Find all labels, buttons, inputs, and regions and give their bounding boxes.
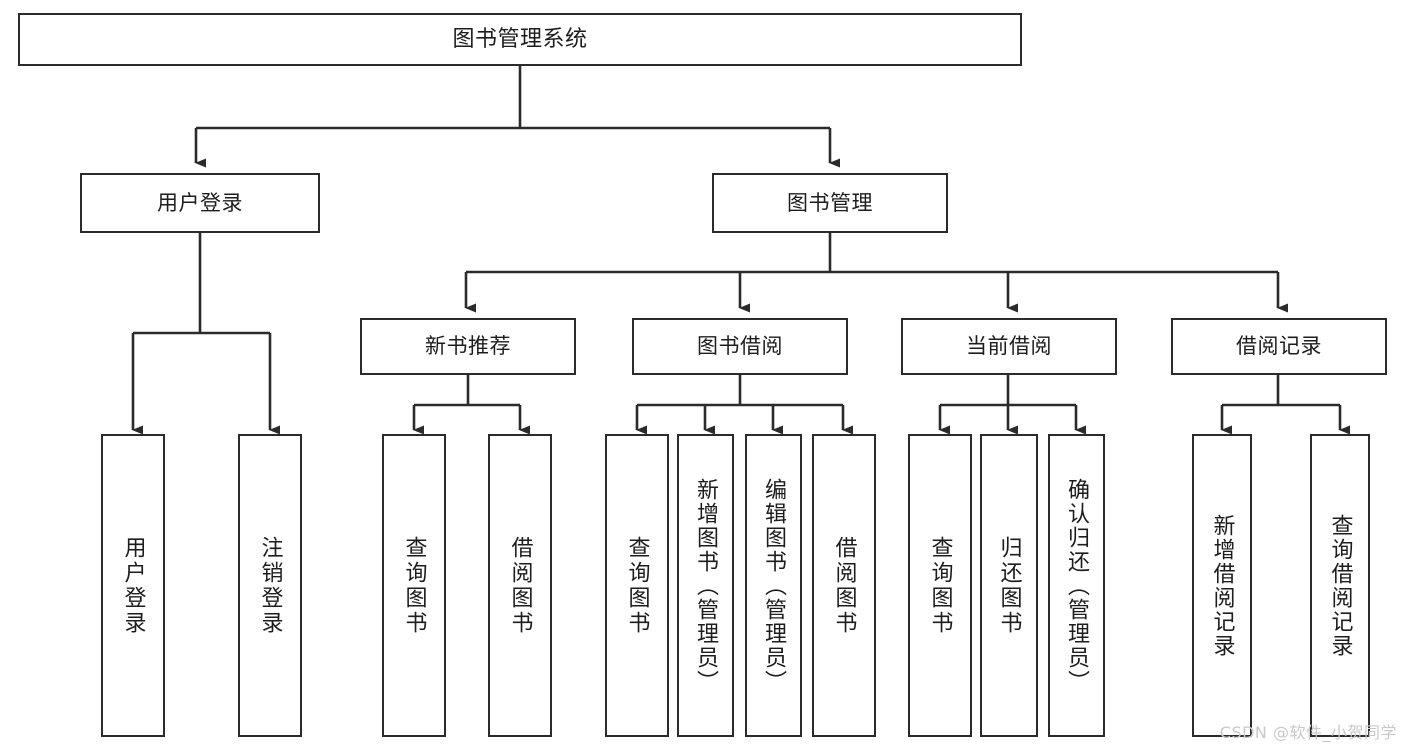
leaf-user-login[interactable]: 用户登录 [101, 434, 165, 737]
leaf-confirm-return-admin[interactable]: 确认归还（管理员） [1048, 434, 1105, 737]
node-new-book-recommend[interactable]: 新书推荐 [360, 318, 576, 375]
node-label: 借阅记录 [1236, 334, 1322, 359]
leaf-return-book[interactable]: 归还图书 [980, 434, 1038, 737]
node-book-borrow[interactable]: 图书借阅 [632, 318, 848, 375]
node-label: 图书管理 [787, 190, 873, 215]
node-label: 注销登录 [257, 535, 283, 636]
leaf-borrow-book[interactable]: 借阅图书 [812, 434, 876, 737]
node-label: 借阅图书 [507, 535, 533, 636]
leaf-query-book-current[interactable]: 查询图书 [908, 434, 972, 737]
csdn-watermark: CSDN @软件_小贺同学 [1219, 723, 1397, 742]
node-label: 查询图书 [401, 535, 427, 636]
node-label: 新书推荐 [425, 334, 511, 359]
leaf-query-book-recommend[interactable]: 查询图书 [382, 434, 446, 737]
node-label: 用户登录 [120, 535, 146, 636]
node-borrow-record[interactable]: 借阅记录 [1171, 318, 1387, 375]
node-label: 归还图书 [996, 535, 1022, 636]
node-label: 查询借阅记录 [1327, 513, 1353, 658]
leaf-borrow-book-recommend[interactable]: 借阅图书 [488, 434, 552, 737]
leaf-logout[interactable]: 注销登录 [238, 434, 302, 737]
leaf-edit-book-admin[interactable]: 编辑图书（管理员） [745, 434, 802, 737]
node-current-borrow[interactable]: 当前借阅 [901, 318, 1117, 375]
leaf-add-book-admin[interactable]: 新增图书（管理员） [677, 434, 734, 737]
node-label: 确认归还（管理员） [1064, 477, 1090, 694]
node-book-management[interactable]: 图书管理 [712, 173, 948, 233]
node-label: 用户登录 [157, 190, 243, 215]
node-label: 当前借阅 [966, 334, 1052, 359]
leaf-query-book-borrow[interactable]: 查询图书 [605, 434, 669, 737]
node-label: 查询图书 [624, 535, 650, 636]
node-label: 图书管理系统 [452, 26, 588, 52]
node-label: 查询图书 [927, 535, 953, 636]
node-label: 借阅图书 [831, 535, 857, 636]
node-label: 图书借阅 [697, 334, 783, 359]
node-root-book-management-system[interactable]: 图书管理系统 [18, 13, 1022, 66]
node-label: 新增图书（管理员） [693, 477, 719, 694]
leaf-add-borrow-record[interactable]: 新增借阅记录 [1192, 434, 1252, 737]
node-label: 编辑图书（管理员） [761, 477, 787, 694]
node-user-login[interactable]: 用户登录 [80, 173, 320, 233]
leaf-query-borrow-record[interactable]: 查询借阅记录 [1310, 434, 1370, 737]
node-label: 新增借阅记录 [1209, 513, 1235, 658]
